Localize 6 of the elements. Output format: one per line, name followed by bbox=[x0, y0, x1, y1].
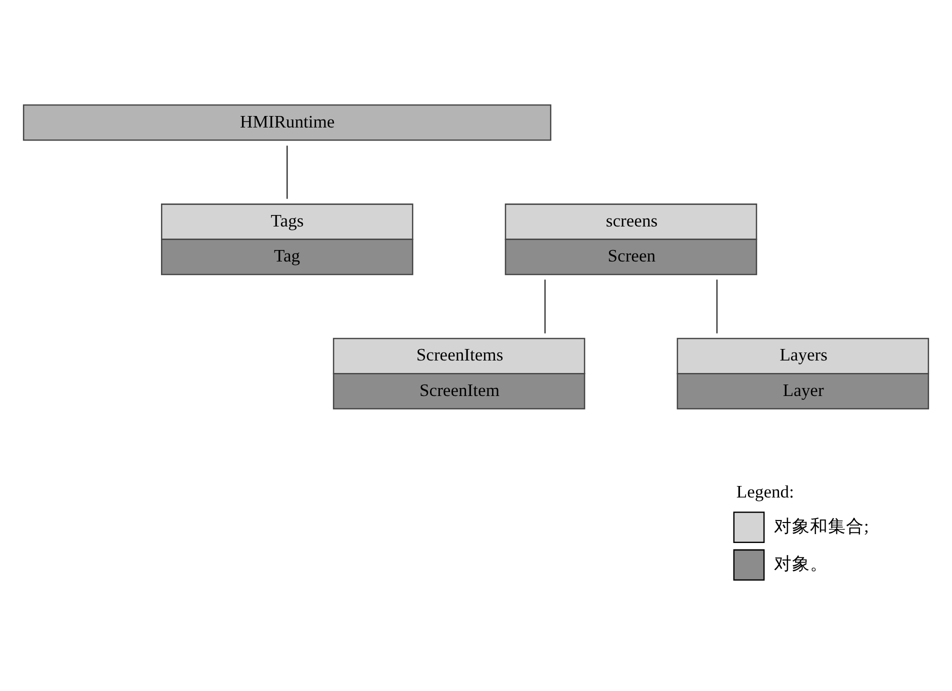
legend-label: 对象。 bbox=[774, 553, 828, 574]
connector bbox=[286, 145, 288, 198]
legend-label: 对象和集合; bbox=[774, 515, 869, 536]
label: Legend: bbox=[736, 480, 794, 501]
connector bbox=[544, 279, 546, 333]
connector bbox=[716, 279, 718, 333]
